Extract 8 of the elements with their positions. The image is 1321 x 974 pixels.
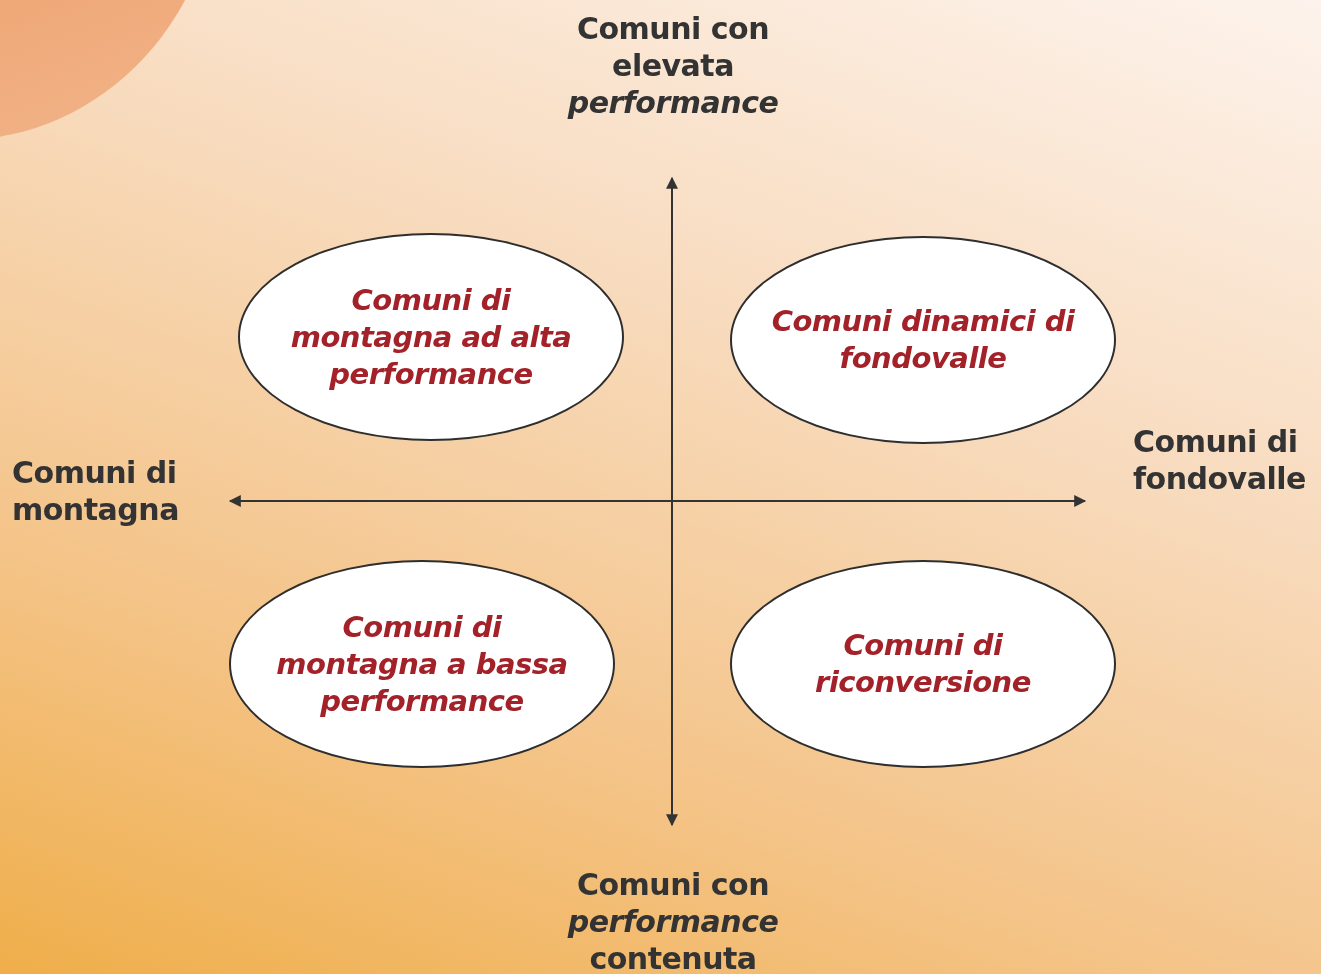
node-label: Comuni di montagna a bassa performance (275, 608, 569, 720)
node-label: Comuni di montagna ad alta performance (289, 281, 573, 393)
node-label: Comuni di riconversione (814, 627, 1032, 701)
axis-label: Comuni di montagna (12, 454, 180, 528)
axis-label: Comuni con elevata performance (566, 10, 780, 121)
node-label: Comuni dinamici di fondovalle (770, 303, 1076, 377)
axis-label: Comuni di fondovalle (1133, 423, 1307, 497)
axis-label: Comuni con performance contenuta (566, 866, 780, 974)
